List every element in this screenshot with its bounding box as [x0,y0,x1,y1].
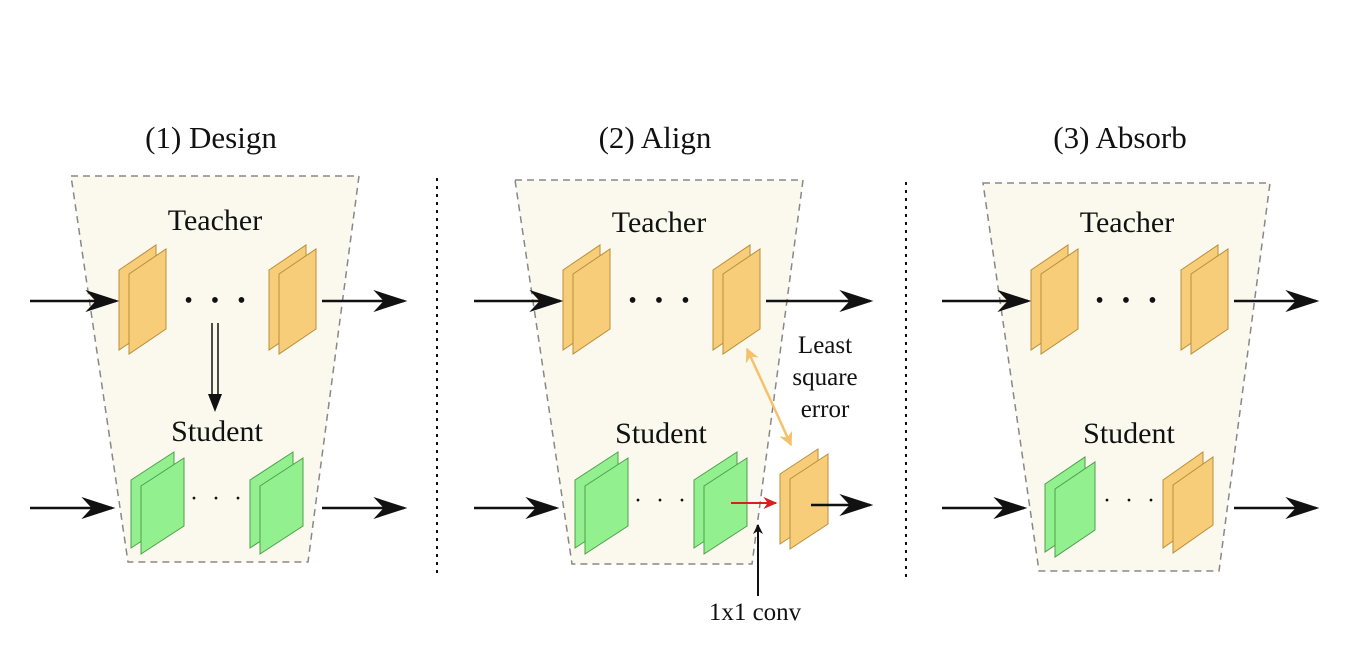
loss-label: Least square error [792,332,857,423]
teacher-last-layer [268,244,317,355]
student-last-layer [693,451,748,555]
loss-label-line: square [792,364,857,391]
teacher-last-layer [712,244,761,355]
student-label: Student [171,415,263,448]
panel-design: (1) Design Teacher • • • Student · · · [30,120,408,563]
adapter-layer [779,448,829,550]
student-ellipsis: · · · [190,486,246,512]
teacher-first-layer [562,244,611,355]
conv-label: 1x1 conv [709,599,802,626]
loss-label-line: Least [798,332,852,359]
panel-title: (1) Design [145,120,277,155]
panel-align: (2) Align Teacher • • • Least square err… [474,120,874,626]
teacher-label: Teacher [168,204,262,237]
teacher-first-layer [1030,244,1079,355]
student-label: Student [1083,417,1175,450]
student-ellipsis: · · · [634,488,690,514]
teacher-first-layer [118,244,167,355]
absorbed-student-layer [1162,451,1214,554]
student-first-layer [1044,456,1096,558]
teacher-ellipsis: • • • [184,288,251,314]
teacher-last-layer [1180,244,1229,355]
teacher-ellipsis: • • • [628,288,695,314]
teacher-label: Teacher [1080,206,1174,239]
panel-title: (2) Align [599,120,712,155]
student-first-layer [130,451,185,555]
loss-label-line: error [801,396,850,423]
teacher-ellipsis: • • • [1095,288,1162,314]
student-ellipsis: · · · [1103,488,1159,514]
panel-title: (3) Absorb [1053,120,1186,155]
least-square-error-arrow [769,400,793,447]
teacher-label: Teacher [612,206,706,239]
student-label: Student [615,417,707,450]
panel-absorb: (3) Absorb Teacher • • • Student · · · [942,120,1320,572]
least-square-error-arrow [745,347,773,402]
student-last-layer [249,451,304,555]
student-first-layer [574,451,629,555]
design-down-arrow [208,323,222,412]
